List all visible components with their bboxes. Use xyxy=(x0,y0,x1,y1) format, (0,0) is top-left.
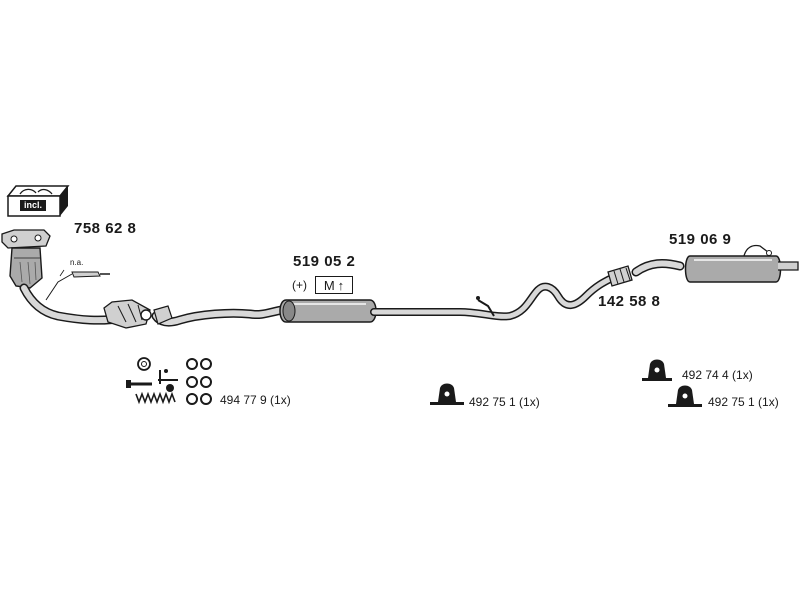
hanger-rear-lower-label: 492 75 1 (1x) xyxy=(708,395,779,409)
mounting-kit-label: 494 77 9 (1x) xyxy=(220,393,291,407)
hanger-rear-upper-label: 492 74 4 (1x) xyxy=(682,368,753,382)
lambda-sensor xyxy=(45,269,110,301)
pipe-clamp xyxy=(607,265,633,287)
middle-silencer-part-number: 519 05 2 xyxy=(293,253,356,270)
hanger-rear-upper-icon xyxy=(642,359,672,381)
intermediate-pipe xyxy=(151,305,287,327)
mounting-kit-parts xyxy=(126,357,212,405)
rear-silencer-part-number: 519 06 9 xyxy=(669,231,732,248)
tail-pipe xyxy=(631,259,685,277)
m-label: M xyxy=(323,277,335,293)
up-arrow-icon: ↑ xyxy=(337,277,345,293)
middle-silencer xyxy=(279,299,377,323)
incl-label: incl. xyxy=(20,200,47,211)
clamp-part-number: 142 58 8 xyxy=(598,293,661,310)
hanger-rear-lower-icon xyxy=(668,385,702,407)
catalyst-flange xyxy=(1,229,51,249)
plus-label: (+) xyxy=(292,278,307,292)
rear-pipe xyxy=(370,274,616,321)
front-pipe xyxy=(19,283,152,329)
catalyst-part-number: 758 62 8 xyxy=(74,220,137,237)
hanger-middle-label: 492 75 1 (1x) xyxy=(469,395,540,409)
rear-silencer xyxy=(684,244,799,283)
mounting-m-box: M ↑ xyxy=(315,276,353,294)
hanger-middle-icon xyxy=(430,383,464,405)
na-label: n.a. xyxy=(70,258,84,267)
catalyst-body xyxy=(9,247,43,289)
